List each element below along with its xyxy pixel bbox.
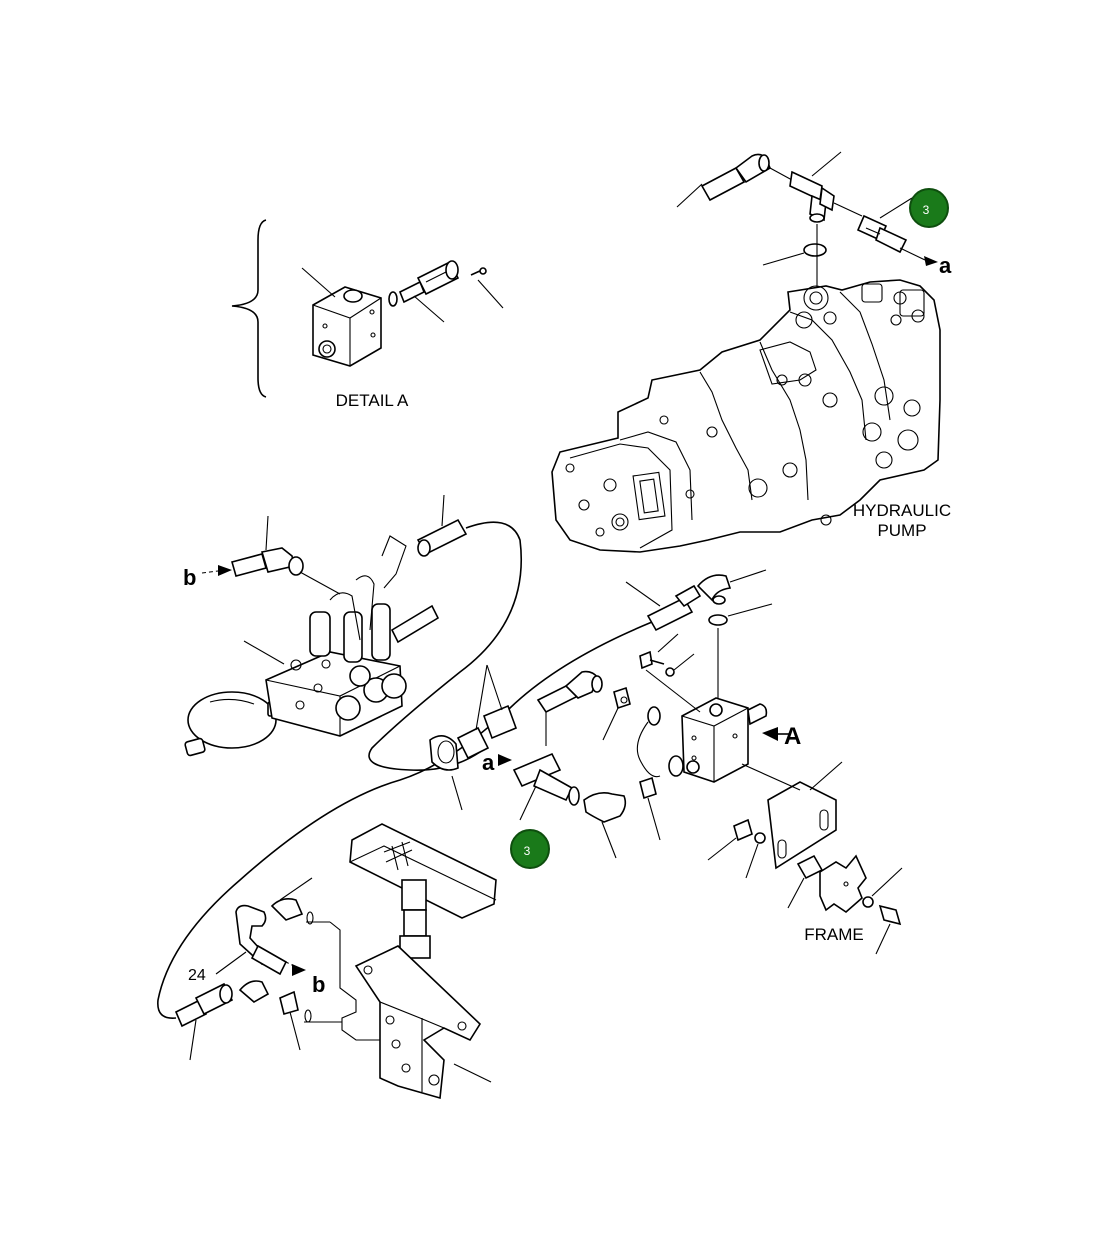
detail-a-label: DETAIL A <box>336 391 409 410</box>
centre-adapter-1 <box>602 686 631 741</box>
callout-badge[interactable]: 3 <box>510 829 550 869</box>
centre-elbow-lower <box>583 792 627 859</box>
centre-hose-lower <box>512 752 580 821</box>
callout-badge-number: 3 <box>524 844 531 858</box>
detail-a-valve-block <box>312 286 382 367</box>
tee-fitting <box>789 170 823 202</box>
bl-hose-bend <box>235 904 295 976</box>
mounting-plate <box>741 761 843 870</box>
callout-badge-circle[interactable] <box>510 829 550 869</box>
detail-a-screw <box>470 267 487 276</box>
bl-elbow-top <box>270 877 330 925</box>
detail-a-bracket <box>231 219 267 398</box>
bl-hose-end <box>174 982 234 1061</box>
centre-couplers <box>429 664 518 811</box>
frame-group: FRAME <box>707 761 903 955</box>
hydraulic-pump-label-2: PUMP <box>877 521 926 540</box>
pedal-valve-group <box>329 823 497 1100</box>
frame-bolt <box>862 867 903 955</box>
ref-a-top: a <box>939 253 952 278</box>
pedal-shaft <box>399 879 431 959</box>
centre-valve-block <box>681 697 768 783</box>
manifold-block <box>265 535 440 737</box>
callout-badge-number: 3 <box>923 203 930 217</box>
ref-b-bottom: b <box>312 972 325 997</box>
detail-a-group: DETAIL A <box>231 219 504 410</box>
view-a-label: A <box>784 723 801 750</box>
centre-hose-end <box>625 581 702 632</box>
centre-o-ring-top <box>708 614 728 626</box>
long-hose <box>368 521 522 771</box>
hydraulic-pump <box>551 279 941 553</box>
part-24-label: 24 <box>188 967 206 984</box>
frame-label: FRAME <box>804 925 864 944</box>
pedal <box>349 823 497 919</box>
bl-adapter <box>279 990 342 1051</box>
frame-hardware <box>707 818 824 909</box>
long-hose-2 <box>157 621 653 1019</box>
bottom-left-fittings: b 24 <box>174 877 342 1061</box>
ref-a-mid: a <box>482 750 495 775</box>
centre-valve-group: A <box>429 569 801 859</box>
ref-b-left: b <box>183 565 196 590</box>
pressure-fitting <box>856 214 908 254</box>
centre-elbow-top <box>696 569 767 605</box>
centre-washer-1 <box>665 653 695 677</box>
upper-hose-end <box>416 494 468 557</box>
bl-elbow-mid <box>238 980 270 1003</box>
callout-badge[interactable]: 3 <box>909 188 949 228</box>
centre-tube-upper <box>536 670 603 746</box>
detail-a-sensor <box>398 260 460 304</box>
left-hose-fitting <box>231 515 341 665</box>
hydraulic-pump-label-1: HYDRAULIC <box>853 501 951 520</box>
left-manifold-group: b <box>183 494 468 757</box>
centre-adapter-2 <box>639 755 684 841</box>
centre-o-ring-2 <box>647 706 661 726</box>
detail-a-o-ring <box>388 291 398 307</box>
callout-badge-circle[interactable] <box>909 188 949 228</box>
top-o-ring <box>803 243 827 257</box>
top-connector-group: a <box>676 151 952 290</box>
frame-section <box>819 854 867 914</box>
centre-bolt-1 <box>639 633 679 670</box>
pedal-valve-body <box>354 945 492 1100</box>
